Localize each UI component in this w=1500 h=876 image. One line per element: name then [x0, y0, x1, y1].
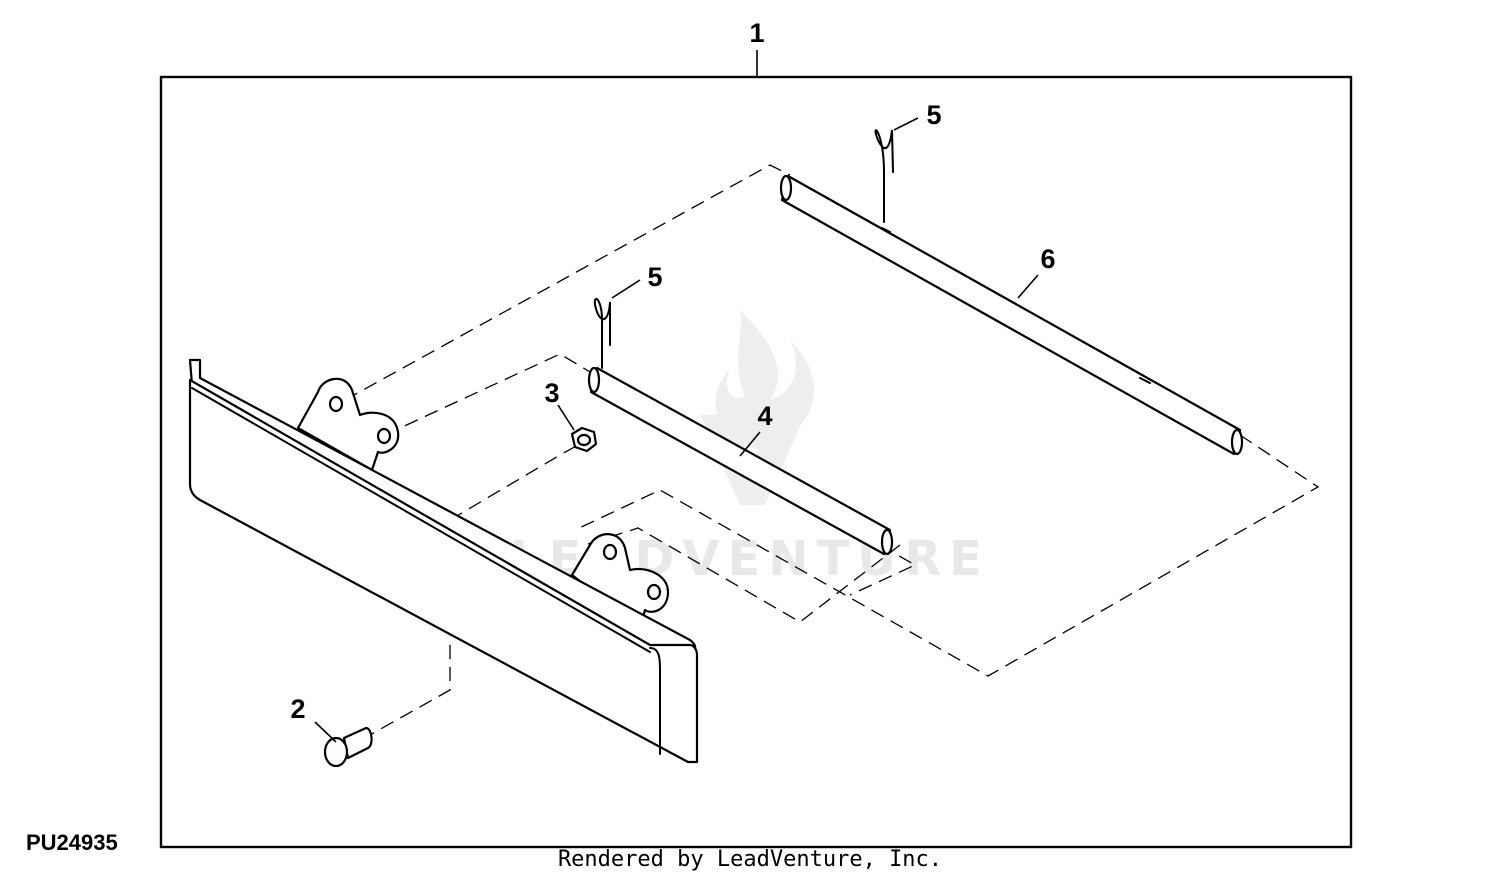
figure-code: PU24935 — [26, 830, 118, 855]
callout-4: 4 — [757, 401, 772, 431]
callout-6: 6 — [1040, 244, 1055, 274]
watermark-v-icon — [700, 415, 805, 505]
hairpin-clip-upper — [874, 129, 894, 223]
bumper-bracket-part-1 — [188, 358, 699, 764]
hairpin-clip-lower — [593, 298, 611, 369]
callout-5-lower: 5 — [647, 262, 662, 292]
callout-3: 3 — [544, 378, 559, 408]
callout-5-upper: 5 — [926, 100, 941, 130]
footer-credit: Rendered by LeadVenture, Inc. — [558, 847, 942, 872]
carriage-bolt-part-2 — [323, 726, 373, 768]
rod-part-6 — [779, 174, 1244, 456]
rod-part-4 — [587, 366, 894, 556]
kit-outline-box — [159, 75, 1353, 849]
callout-leaders — [314, 117, 1039, 743]
lock-nut-part-3 — [570, 426, 598, 453]
callout-2: 2 — [290, 694, 305, 724]
callout-1: 1 — [749, 18, 764, 48]
